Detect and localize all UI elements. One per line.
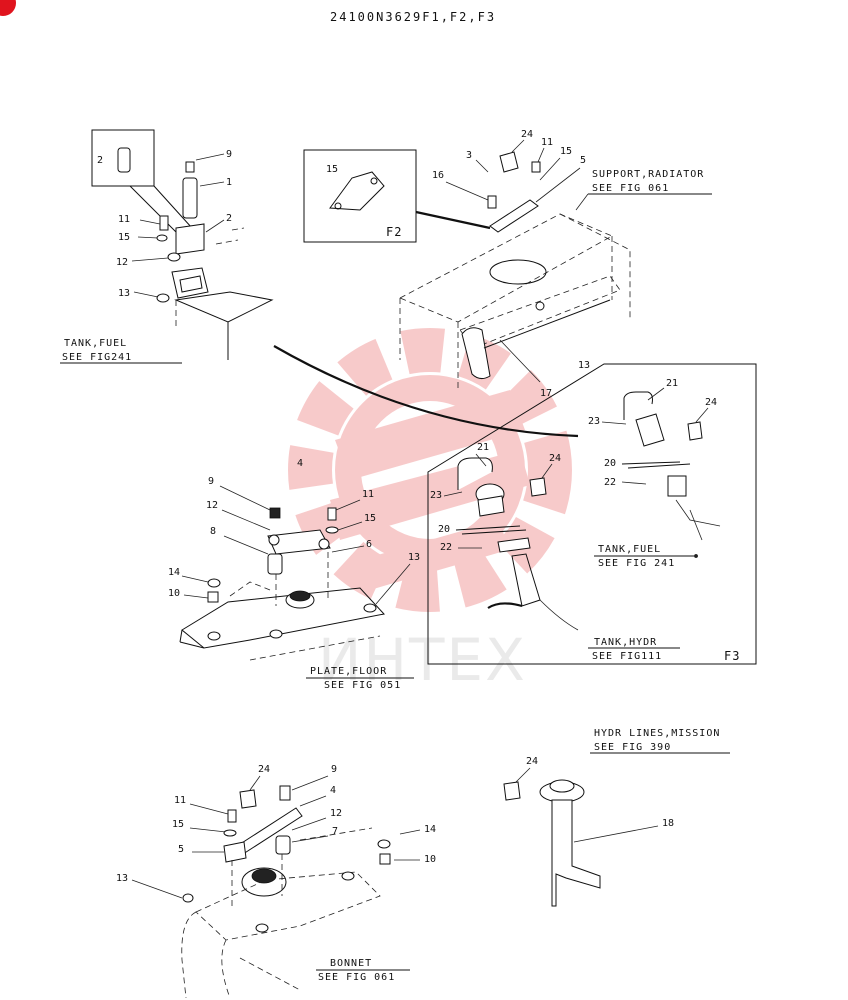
callout-9: 9 bbox=[226, 149, 232, 160]
callout-11-top: 11 bbox=[541, 137, 553, 148]
ref-hydr-lines-label: HYDR LINES,MISSION bbox=[594, 728, 720, 739]
inset-bushing-part bbox=[117, 147, 131, 173]
ref-tank-fuel-2-fig: SEE FIG 241 bbox=[598, 558, 675, 569]
callout-18: 18 bbox=[662, 818, 674, 829]
callout-13-mid: 13 bbox=[578, 360, 590, 371]
callout-4-bonnet: 4 bbox=[330, 785, 336, 796]
callout-13-bonnet: 13 bbox=[116, 873, 128, 884]
callout-23-upper: 23 bbox=[588, 416, 600, 427]
linkage-part bbox=[267, 529, 331, 555]
ref-support-radiator-label: SUPPORT,RADIATOR bbox=[592, 169, 704, 180]
callout-9-bonnet: 9 bbox=[331, 764, 337, 775]
callout-24-hydr: 24 bbox=[526, 756, 538, 767]
ref-plate-floor-fig: SEE FIG 051 bbox=[324, 680, 401, 691]
callout-inset-2: 2 bbox=[97, 155, 103, 166]
f2-plate-part bbox=[329, 171, 385, 211]
ref-plate-floor-label: PLATE,FLOOR bbox=[310, 666, 387, 677]
cable-line bbox=[273, 345, 579, 438]
callout-20-lower: 20 bbox=[438, 524, 450, 535]
hydr-lines-assembly: HYDR LINES,MISSION SEE FIG 390 24 18 bbox=[503, 728, 730, 907]
callout-12-mid: 12 bbox=[206, 500, 218, 511]
bonnet-assembly: 24 9 4 11 12 15 7 5 14 10 13 bbox=[116, 764, 436, 999]
callout-14: 14 bbox=[168, 567, 180, 578]
ref-tank-hydr-label: TANK,HYDR bbox=[594, 637, 657, 648]
callout-5-bonnet: 5 bbox=[178, 844, 184, 855]
callout-24-lower: 24 bbox=[549, 453, 561, 464]
watermark-gear-icon bbox=[288, 328, 572, 612]
f2-frame bbox=[303, 149, 417, 243]
callout-24: 24 bbox=[521, 129, 533, 140]
callout-16: 16 bbox=[432, 170, 444, 181]
callout-3: 3 bbox=[466, 150, 472, 161]
f2-detail-panel: 15 F2 bbox=[303, 149, 491, 243]
radiator-support-assembly: 24 3 11 15 5 16 SUPPORT,RADIATOR SEE FIG… bbox=[399, 129, 712, 399]
callout-22-upper: 22 bbox=[604, 477, 616, 488]
callout-21-lower: 21 bbox=[477, 442, 489, 453]
f2-label: F2 bbox=[386, 225, 402, 239]
callout-7: 7 bbox=[332, 826, 338, 837]
callout-10-bonnet: 10 bbox=[424, 854, 436, 865]
drawing-number-title: 24100N3629F1,F2,F3 bbox=[330, 10, 496, 24]
watermark: ИНТЕХ bbox=[288, 328, 572, 694]
callout-1: 1 bbox=[226, 177, 232, 188]
ref-tank-fuel-2-label: TANK,FUEL bbox=[598, 544, 661, 555]
callout-23-lower: 23 bbox=[430, 490, 442, 501]
callout-15-bonnet: 15 bbox=[172, 819, 184, 830]
callout-21-upper: 21 bbox=[666, 378, 678, 389]
floor-plate-assembly: 9 11 12 15 8 6 14 10 bbox=[168, 476, 420, 691]
callout-9-mid: 9 bbox=[208, 476, 214, 487]
bolt-part bbox=[185, 161, 195, 173]
callout-f2-15: 15 bbox=[326, 164, 338, 175]
callout-2: 2 bbox=[226, 213, 232, 224]
f3-frame bbox=[427, 363, 757, 665]
ref-tank-fuel-label: TANK,FUEL bbox=[64, 338, 127, 349]
pin-part bbox=[182, 177, 198, 219]
callout-4: 4 bbox=[297, 458, 303, 469]
bracket-part bbox=[175, 223, 205, 255]
callout-15-top: 15 bbox=[560, 146, 572, 157]
callout-24-upper: 24 bbox=[705, 397, 717, 408]
f3-label: F3 bbox=[724, 649, 740, 663]
top-left-assembly: 2 9 1 2 11 15 12 13 bbox=[60, 129, 274, 364]
callout-20-upper: 20 bbox=[604, 458, 616, 469]
ref-hydr-lines-fig: SEE FIG 390 bbox=[594, 742, 671, 753]
callout-12-bonnet: 12 bbox=[330, 808, 342, 819]
callout-10: 10 bbox=[168, 588, 180, 599]
ref-bonnet-label: BONNET bbox=[330, 958, 372, 969]
ref-tank-hydr-fig: SEE FIG111 bbox=[592, 651, 662, 662]
callout-15: 15 bbox=[118, 232, 130, 243]
filler-pipe-part bbox=[551, 799, 601, 907]
strap-part bbox=[489, 199, 539, 233]
callout-15-mid: 15 bbox=[364, 513, 376, 524]
detail-inset-box bbox=[91, 129, 155, 187]
f3-detail-panel: F3 21 24 23 20 22 TANK,FUEL SEE FIG 241 … bbox=[427, 363, 757, 665]
handle-part-lower bbox=[457, 457, 493, 490]
callout-11-bonnet: 11 bbox=[174, 795, 186, 806]
callout-5: 5 bbox=[580, 155, 586, 166]
ref-tank-fuel-fig: SEE FIG241 bbox=[62, 352, 132, 363]
callout-14-bonnet: 14 bbox=[424, 824, 436, 835]
callout-8: 8 bbox=[210, 526, 216, 537]
ref-support-radiator-fig: SEE FIG 061 bbox=[592, 183, 669, 194]
callout-6: 6 bbox=[366, 539, 372, 550]
callout-13-mid-right: 13 bbox=[408, 552, 420, 563]
padlock-part bbox=[499, 151, 519, 173]
radiator-bracket-part bbox=[461, 327, 491, 380]
callout-24-bonnet: 24 bbox=[258, 764, 270, 775]
callout-22-lower: 22 bbox=[440, 542, 452, 553]
corner-red-badge bbox=[0, 0, 16, 16]
callout-17: 17 bbox=[540, 388, 552, 399]
watermark-text: ИНТЕХ bbox=[318, 626, 527, 694]
callout-11-mid: 11 bbox=[362, 489, 374, 500]
callout-12: 12 bbox=[116, 257, 128, 268]
filler-cap-part bbox=[635, 413, 665, 447]
callout-13: 13 bbox=[118, 288, 130, 299]
ref-bonnet-fig: SEE FIG 061 bbox=[318, 972, 395, 983]
handle-part bbox=[623, 391, 653, 420]
callout-11: 11 bbox=[118, 214, 130, 225]
